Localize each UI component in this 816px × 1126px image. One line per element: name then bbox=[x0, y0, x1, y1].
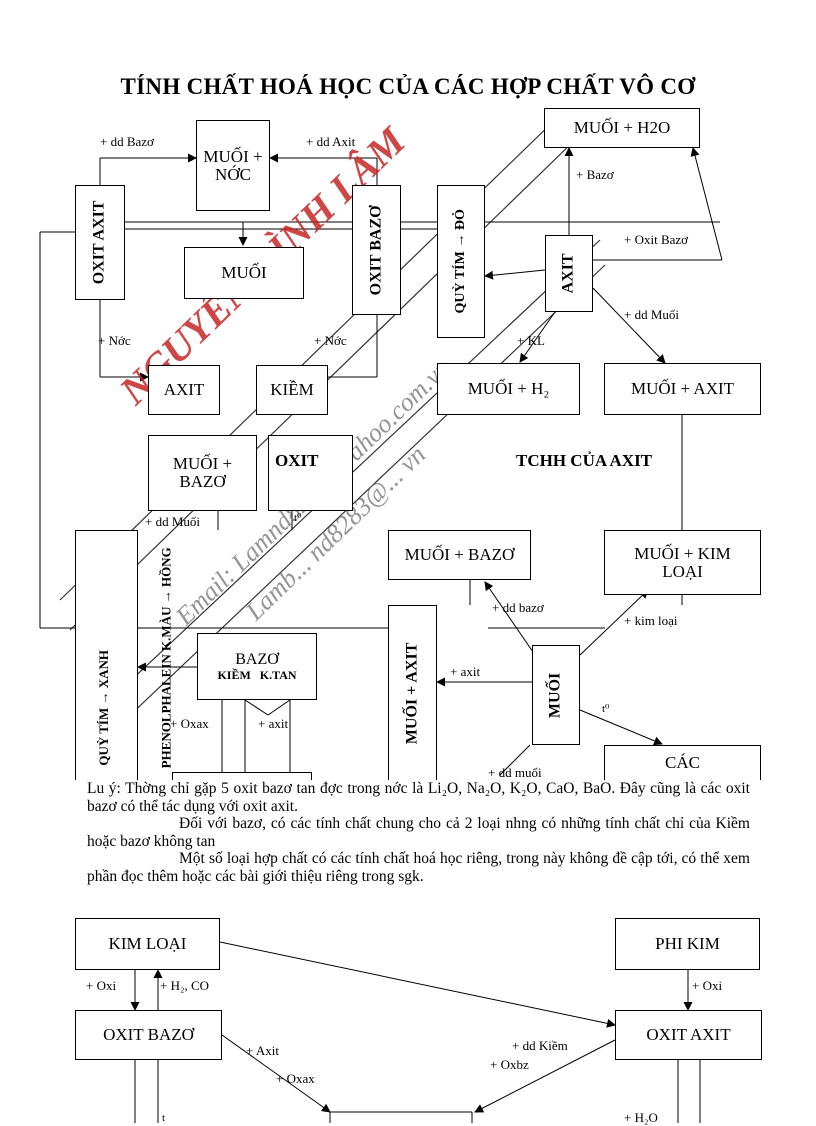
box-axit-center: AXIT bbox=[545, 235, 593, 312]
label-dd-bazo-low: + dd bazơ bbox=[492, 600, 544, 615]
box-muoi: MUỐI bbox=[184, 247, 304, 299]
box-kiem: KIỀM bbox=[256, 365, 328, 415]
label-t-bottom: t bbox=[162, 1112, 166, 1124]
box-quy-tim-xanh-label: QUỲ TÍM → XANH bbox=[96, 649, 112, 766]
box-axit-center-label: AXIT bbox=[559, 253, 577, 294]
label-oxi-right: + Oxi bbox=[692, 978, 723, 993]
box-muoi-nuoc: MUỐI + NỚC bbox=[196, 120, 270, 211]
label-axit-small: + axit bbox=[258, 716, 289, 731]
box-quy-tim-do: QUỲ TÍM → ĐỎ bbox=[437, 185, 485, 338]
label-dd-muoi-top: + dd Muối bbox=[624, 307, 680, 322]
box-muoi-axit: MUỐI + AXIT bbox=[604, 363, 761, 415]
box-bazo-title: BAZƠ bbox=[235, 650, 279, 668]
label-axit-low: + axit bbox=[450, 664, 481, 679]
heading-tchh-axit: TCHH CỦA AXIT bbox=[516, 451, 653, 470]
box-kiem-label: KIỀM bbox=[270, 380, 314, 400]
label-oxbz: + Oxbz bbox=[490, 1057, 529, 1072]
label-nuoc-right: + Nớc bbox=[314, 333, 347, 348]
note-line-2: Đối với bazơ, có các tính chất chung cho… bbox=[87, 815, 750, 850]
note-line-1: Lu ý: Thờng chỉ gặp 5 oxit bazơ tan đợc … bbox=[87, 780, 750, 815]
box-axit: AXIT bbox=[148, 365, 220, 415]
box-oxit-bazo-bottom-label: OXIT BAZƠ bbox=[103, 1025, 194, 1045]
box-muoi-axit-label: MUỐI + AXIT bbox=[630, 379, 735, 399]
label-t0-a: t⁰ bbox=[294, 512, 302, 524]
box-muoi-axit-vertical: MUỐI + AXIT bbox=[388, 605, 437, 780]
label-oxax: + Oxax bbox=[170, 716, 209, 731]
label-dd-muoi-left: + dd Muối bbox=[145, 514, 201, 529]
box-oxit-axit: OXIT AXIT bbox=[75, 185, 125, 300]
box-muoi-h2o-label: MUỐI + H2O bbox=[573, 118, 671, 138]
box-muoi-bazo-right-label: MUỐI + BAZƠ bbox=[404, 545, 515, 565]
label-oxax-b: + Oxax bbox=[276, 1071, 315, 1086]
label-dd-kiem: + dd Kiềm bbox=[512, 1038, 568, 1053]
label-dd-bazo: + dd Bazơ bbox=[100, 134, 154, 149]
box-muoi-h2o: MUỐI + H2O bbox=[544, 108, 700, 148]
box-phi-kim: PHI KIM bbox=[615, 918, 760, 970]
label-oxi-left: + Oxi bbox=[86, 978, 117, 993]
box-muoi-h2: MUỐI + H₂ bbox=[437, 363, 580, 415]
box-muoi-center: MUỐI bbox=[532, 645, 580, 745]
box-muoi-axit-vertical-label: MUỐI + AXIT bbox=[403, 642, 421, 744]
label-dd-axit: + dd Axit bbox=[306, 134, 356, 149]
label-h2o: + H₂O bbox=[624, 1110, 658, 1125]
box-kim-loai-label: KIM LOẠI bbox=[108, 934, 187, 954]
box-muoi-label: MUỐI bbox=[221, 263, 267, 283]
box-oxit-left: OXIT bbox=[268, 435, 353, 511]
box-muoi-kim-loai-label: MUỐI + KIM LOẠI bbox=[634, 543, 731, 581]
label-h2-co: + H₂, CO bbox=[160, 978, 210, 993]
box-oxit-bazo: OXIT BAZƠ bbox=[352, 185, 401, 315]
box-kim-loai: KIM LOẠI bbox=[75, 918, 220, 970]
box-muoi-h2-label: MUỐI + H₂ bbox=[467, 379, 550, 399]
note-line-3: Một số loại hợp chất có các tính chất ho… bbox=[87, 850, 750, 885]
label-nuoc-left: + Nớc bbox=[98, 333, 131, 348]
box-partial bbox=[172, 772, 312, 780]
box-bazo: BAZƠ KIỀM K.TAN bbox=[197, 633, 317, 700]
label-bazo: + Bazơ bbox=[576, 167, 614, 182]
label-dd-muoi-bottom: + dd muối bbox=[488, 765, 542, 780]
box-axit-label: AXIT bbox=[163, 380, 205, 400]
label-kl: + KL bbox=[517, 333, 545, 348]
box-phenol-label: PHENOLPHALEIN K.MÀU → HỒNG bbox=[158, 546, 174, 768]
label-kim-loai-low: + kim loại bbox=[624, 613, 678, 628]
box-oxit-axit-label: OXIT AXIT bbox=[90, 200, 108, 285]
box-oxit-axit-bottom-label: OXIT AXIT bbox=[646, 1025, 731, 1045]
label-t0-b: t⁰ bbox=[602, 703, 610, 715]
box-cac-label: CÁC bbox=[665, 753, 700, 772]
box-phi-kim-label: PHI KIM bbox=[655, 934, 720, 954]
box-cac: CÁC bbox=[604, 745, 761, 780]
box-quy-tim-xanh: QUỲ TÍM → XANH PHENOLPHALEIN K.MÀU → HỒN… bbox=[75, 530, 174, 780]
box-muoi-nuoc-label: MUỐI + NỚC bbox=[203, 146, 263, 184]
box-oxit-bazo-bottom: OXIT BAZƠ bbox=[75, 1010, 222, 1060]
box-muoi-kim-loai: MUỐI + KIM LOẠI bbox=[604, 530, 761, 595]
note-block: Lu ý: Thờng chỉ gặp 5 oxit bazơ tan đợc … bbox=[87, 780, 750, 885]
label-oxit-bazo: + Oxit Bazơ bbox=[624, 232, 689, 247]
box-oxit-axit-bottom: OXIT AXIT bbox=[615, 1010, 762, 1060]
label-axit-b: + Axit bbox=[246, 1043, 279, 1058]
box-muoi-bazo-left: MUỐI + BAZƠ bbox=[148, 435, 257, 511]
box-oxit-bazo-label: OXIT BAZƠ bbox=[367, 205, 385, 295]
box-quy-tim-do-label: QUỲ TÍM → ĐỎ bbox=[452, 209, 468, 314]
box-bazo-sub: KIỀM K.TAN bbox=[217, 667, 297, 682]
page-title: TÍNH CHẤT HOÁ HỌC CỦA CÁC HỢP CHẤT VÔ CƠ bbox=[120, 74, 696, 99]
box-muoi-bazo-right: MUỐI + BAZƠ bbox=[388, 530, 531, 580]
box-muoi-bazo-left-label: MUỐI + BAZƠ bbox=[172, 454, 233, 491]
box-oxit-left-label: OXIT bbox=[275, 451, 319, 470]
box-muoi-center-label: MUỐI bbox=[546, 672, 564, 718]
